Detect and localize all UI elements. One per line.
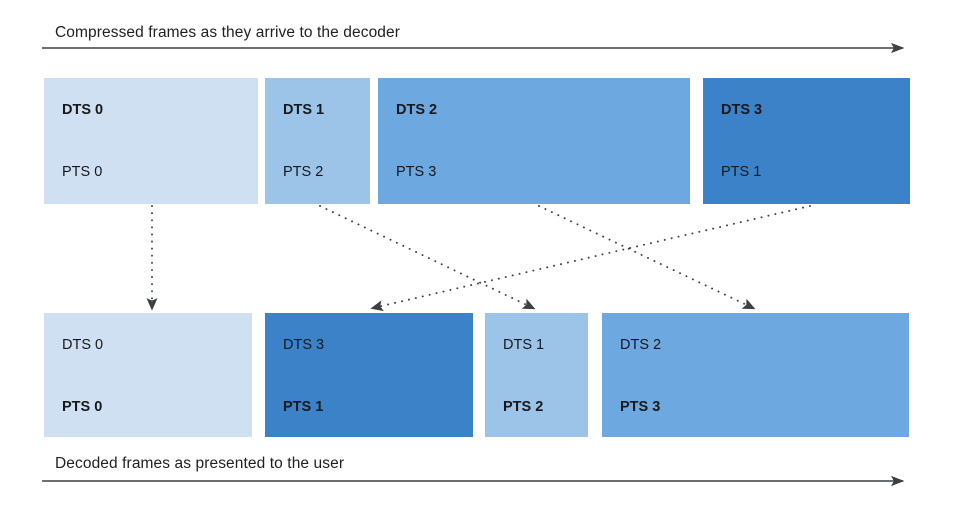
- decoded-row-caption: Decoded frames as presented to the user: [55, 455, 345, 472]
- frame-dts-label: DTS 0: [62, 102, 104, 118]
- frame-box: DTS 3 PTS 1: [703, 78, 910, 204]
- reorder-arrow: [370, 205, 811, 312]
- frame-box: DTS 1 PTS 2: [485, 313, 588, 437]
- frame-dts-label: DTS 2: [620, 337, 662, 353]
- decoded-timeline-arrow: [42, 475, 905, 487]
- frame-pts-label: PTS 0: [62, 399, 103, 415]
- frame-dts-label: DTS 3: [721, 102, 763, 118]
- frame-dts-label: DTS 3: [283, 337, 325, 353]
- frame-dts-label: DTS 2: [396, 102, 438, 118]
- frame-dts-label: DTS 0: [62, 337, 104, 353]
- frame-box: DTS 1 PTS 2: [265, 78, 370, 204]
- compressed-timeline-arrow: [42, 42, 905, 54]
- frame-box: DTS 0 PTS 0: [44, 313, 252, 437]
- frame-pts-label: PTS 1: [721, 164, 762, 180]
- frame-dts-label: DTS 1: [503, 337, 545, 353]
- reorder-arrow: [319, 205, 536, 310]
- frame-box: DTS 3 PTS 1: [265, 313, 473, 437]
- compressed-row-caption: Compressed frames as they arrive to the …: [55, 24, 400, 41]
- frame-pts-label: PTS 2: [503, 399, 544, 415]
- frame-dts-label: DTS 1: [283, 102, 325, 118]
- frame-box: DTS 0 PTS 0: [44, 78, 258, 204]
- frame-pts-label: PTS 3: [620, 399, 661, 415]
- frame-pts-label: PTS 0: [62, 164, 103, 180]
- frame-pts-label: PTS 3: [396, 164, 437, 180]
- reorder-arrow: [538, 205, 756, 310]
- frame-box: DTS 2 PTS 3: [602, 313, 909, 437]
- frame-box: DTS 2 PTS 3: [378, 78, 690, 204]
- frame-pts-label: PTS 2: [283, 164, 324, 180]
- frame-pts-label: PTS 1: [283, 399, 324, 415]
